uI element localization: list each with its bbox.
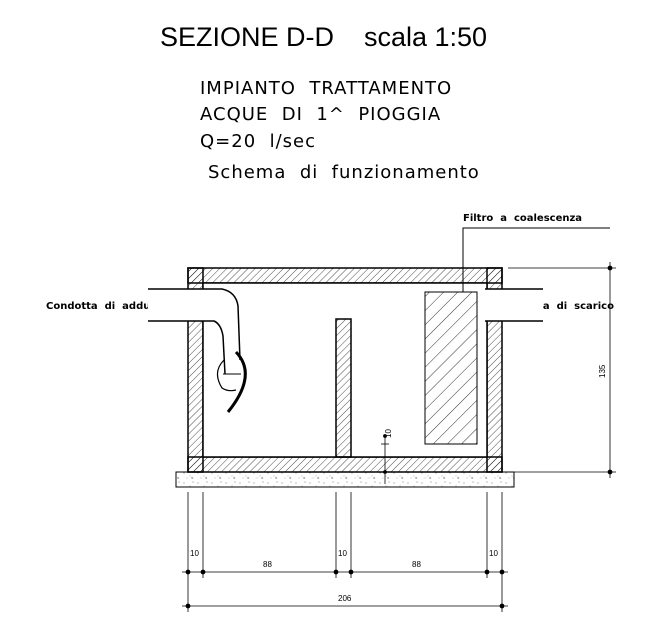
subtitle-line-3: Q=20 l/sec <box>200 131 317 152</box>
inlet-pipe <box>148 288 206 322</box>
subtitle-line-2: ACQUE DI 1^ PIOGGIA <box>200 104 442 125</box>
middle-baffle <box>335 318 352 458</box>
wall-middle-dim-text: 10 <box>338 549 347 558</box>
subtitle-line-4: Schema di funzionamento <box>208 162 480 183</box>
foundation-slab <box>175 471 515 488</box>
height-dim-text: 135 <box>598 364 607 378</box>
wall-left-dim-text: 10 <box>190 549 199 558</box>
filter-leader <box>462 227 610 292</box>
coalescing-filter <box>424 291 478 445</box>
horizontal-dimensions <box>182 492 508 612</box>
wall-right-dim-text: 10 <box>489 549 498 558</box>
total-dim-text: 206 <box>338 594 352 603</box>
subtitle-line-1: IMPIANTO TRATTAMENTO <box>200 78 453 99</box>
drawing-title: SEZIONE D-D scala 1:50 <box>159 22 488 52</box>
outlet-pipe <box>485 288 543 322</box>
floor-mark-text: 10 <box>384 429 393 438</box>
inlet-elbow <box>206 288 247 413</box>
chamber-left-dim-text: 88 <box>263 560 272 569</box>
chamber-right-dim-text: 88 <box>412 560 421 569</box>
floor-marker <box>381 434 389 484</box>
filter-label: Filtro a coalescenza <box>463 213 583 224</box>
height-dimension <box>508 262 616 478</box>
